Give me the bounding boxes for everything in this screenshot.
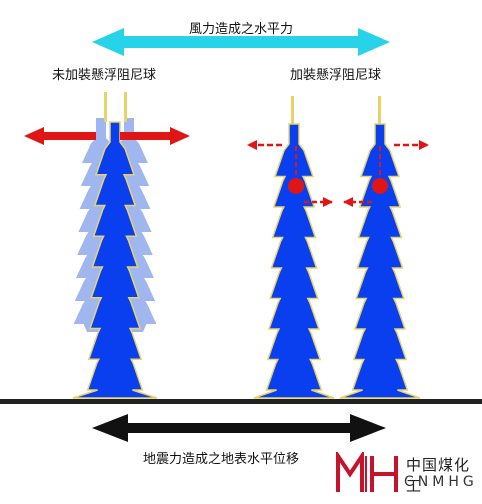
wind-force-label: 風力造成之水平力 bbox=[188, 22, 293, 37]
tower-silhouette bbox=[72, 121, 158, 399]
damper-ball bbox=[372, 178, 388, 194]
ground-displacement-arrow bbox=[92, 414, 386, 442]
tower-body bbox=[253, 123, 335, 399]
ground-line bbox=[0, 399, 482, 404]
tower-body bbox=[339, 123, 421, 399]
tower-silhouette bbox=[339, 123, 421, 399]
sway-arrow-left bbox=[24, 127, 96, 145]
cnmhg-logo: 中国煤化工 CNMHG bbox=[336, 449, 478, 495]
tower-with-damper-2 bbox=[339, 96, 429, 399]
with-damper-label: 加裝懸浮阻尼球 bbox=[290, 68, 382, 83]
tower-silhouette bbox=[253, 123, 335, 399]
sway-arrow-right bbox=[120, 127, 190, 145]
tower-with-damper-1 bbox=[247, 96, 335, 399]
spire-left bbox=[104, 92, 107, 122]
without-damper-label: 未加裝懸浮阻尼球 bbox=[52, 68, 157, 83]
damper-ball bbox=[288, 178, 304, 194]
logo-mark-icon bbox=[336, 449, 398, 492]
spire bbox=[291, 96, 294, 124]
ground-displacement-label: 地震力造成之地表水平位移 bbox=[142, 452, 299, 467]
spire bbox=[378, 96, 381, 124]
logo-cn-text: 中国煤化工 bbox=[406, 456, 471, 495]
logo-en-text: CNMHG bbox=[404, 474, 478, 490]
tower-without-damper bbox=[24, 92, 190, 399]
wind-force-arrow bbox=[92, 28, 390, 56]
tower-body bbox=[72, 121, 158, 399]
spire-right bbox=[124, 92, 127, 122]
